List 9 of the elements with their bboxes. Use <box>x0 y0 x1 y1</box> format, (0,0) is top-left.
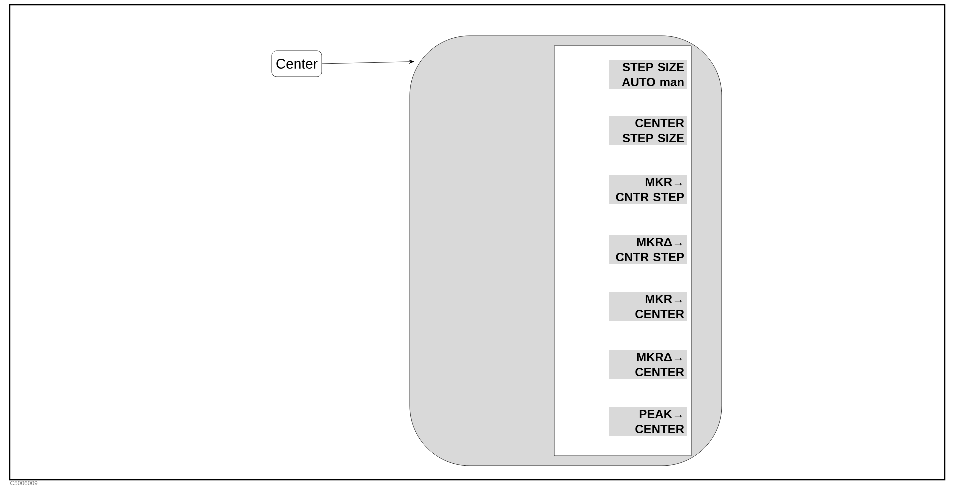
softkey-label: CENTER STEP SIZE <box>610 116 688 146</box>
softkey-label: MKR→ CENTER <box>610 292 688 322</box>
arrow <box>322 60 414 64</box>
key-box: Center <box>272 50 322 78</box>
softkey-label: MKRΔ→ CNTR STEP <box>610 235 688 264</box>
softkey-label: MKR→ CNTR STEP <box>610 175 688 204</box>
softkey-label: STEP SIZE AUTO man <box>610 60 688 90</box>
softkey-label: PEAK→ CENTER <box>610 407 688 436</box>
softkey-label: MKRΔ→ CENTER <box>610 350 688 380</box>
